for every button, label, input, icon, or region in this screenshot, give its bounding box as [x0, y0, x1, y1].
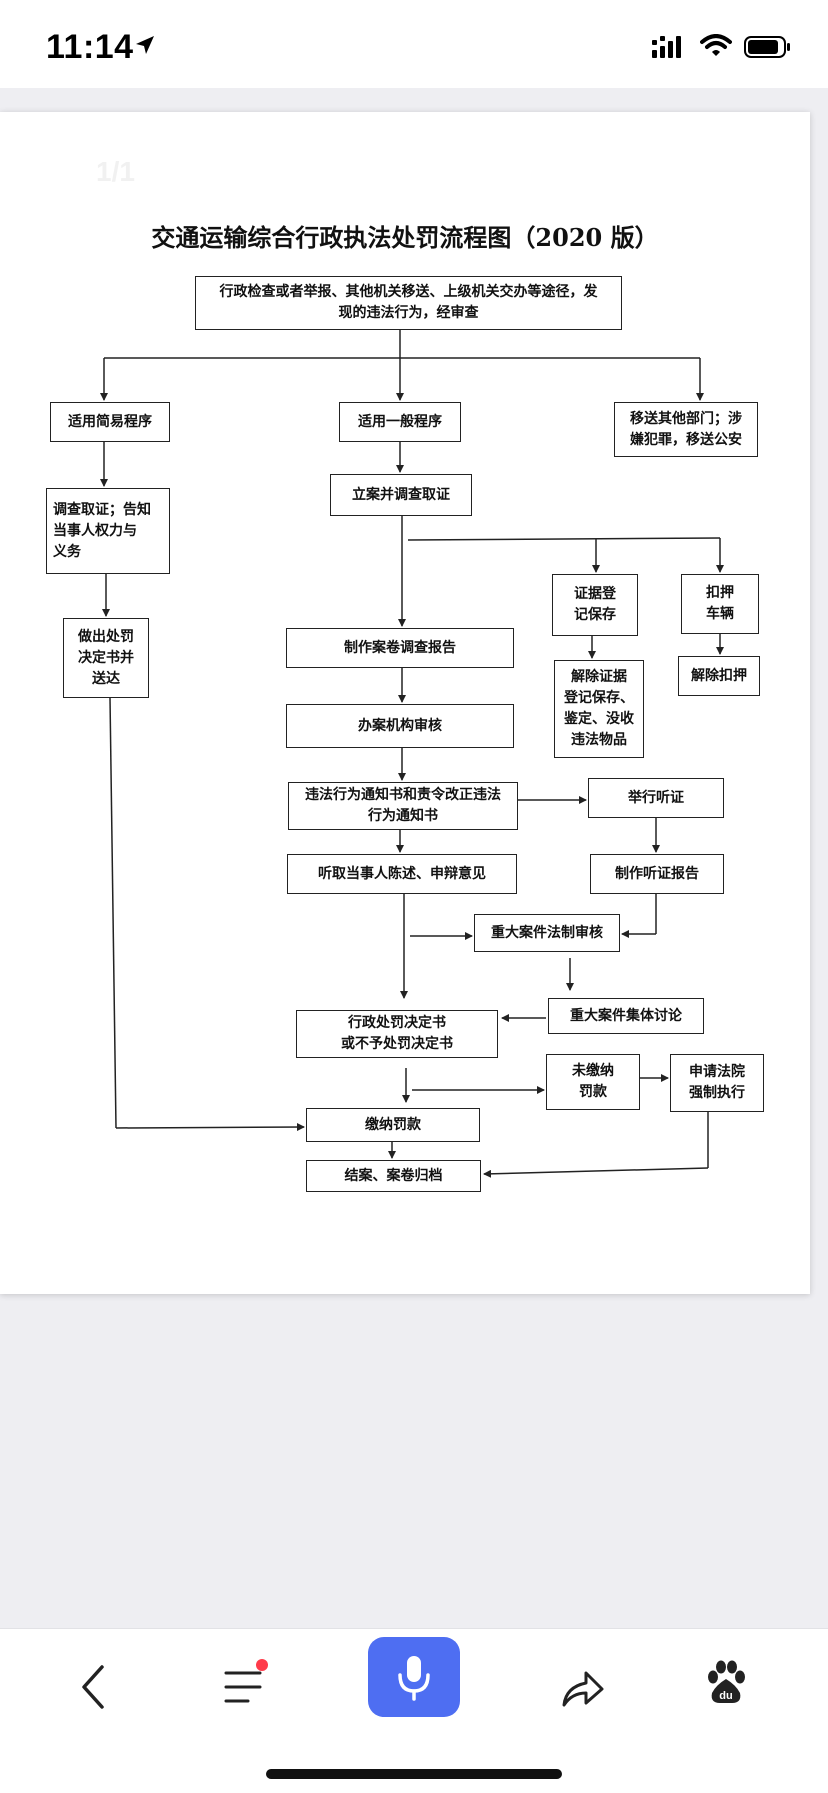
wifi-icon: [700, 34, 732, 56]
baidu-paw-icon[interactable]: du: [704, 1659, 748, 1707]
flow-box-simple-procedure: 适用简易程序: [50, 402, 170, 442]
flow-box-agency-review: 办案机构审核: [286, 704, 514, 748]
flow-box-court-enforcement: 申请法院 强制执行: [670, 1054, 764, 1112]
flow-box-release-seizure: 解除扣押: [678, 656, 760, 696]
flow-box-hearing: 举行听证: [588, 778, 724, 818]
location-arrow-icon: [136, 36, 154, 54]
flow-box-decide-deliver: 做出处罚 决定书并 送达: [63, 618, 149, 698]
flow-box-investigate-notify: 调查取证；告知 当事人权力与 义务: [46, 488, 170, 574]
battery-icon: [744, 36, 790, 58]
flow-box-file-case: 立案并调查取证: [330, 474, 472, 516]
status-bar: 11:14: [0, 0, 828, 88]
share-icon[interactable]: [560, 1669, 606, 1709]
flow-box-seize-vehicle: 扣押 车辆: [681, 574, 759, 634]
menu-icon[interactable]: [222, 1667, 266, 1707]
flowchart-title: 交通运输综合行政执法处罚流程图（2020 版）: [151, 223, 659, 252]
flow-box-release-evidence: 解除证据 登记保存、 鉴定、没收 违法物品: [554, 660, 644, 758]
page-indicator: 1/1: [96, 156, 135, 187]
status-time: 11:14: [46, 28, 134, 66]
flow-box-close-archive: 结案、案卷归档: [306, 1160, 481, 1192]
flow-box-penalty-decision: 行政处罚决定书 或不予处罚决定书: [296, 1010, 498, 1058]
flow-box-violation-notice: 违法行为通知书和责令改正违法 行为通知书: [288, 782, 518, 830]
flow-box-legal-review: 重大案件法制审核: [474, 914, 620, 952]
svg-text:du: du: [719, 1690, 732, 1702]
flow-box-collective-discussion: 重大案件集体讨论: [548, 998, 704, 1034]
flow-box-pay-fine: 缴纳罚款: [306, 1108, 480, 1142]
notification-dot: [256, 1659, 268, 1671]
flow-box-hearing-report: 制作听证报告: [590, 854, 724, 894]
home-indicator: [266, 1769, 562, 1779]
flow-box-evidence-save: 证据登 记保存: [552, 574, 638, 636]
bottom-toolbar: du: [0, 1628, 828, 1793]
back-icon[interactable]: [78, 1663, 110, 1711]
flow-box-investigation-report: 制作案卷调查报告: [286, 628, 514, 668]
flow-box-unpaid-fine: 未缴纳 罚款: [546, 1054, 640, 1110]
flow-box-general-procedure: 适用一般程序: [339, 402, 461, 442]
flow-box-transfer: 移送其他部门；涉 嫌犯罪，移送公安: [614, 402, 758, 457]
voice-search-button[interactable]: [368, 1637, 460, 1717]
cellular-signal-icon: [652, 36, 681, 58]
microphone-icon: [398, 1656, 430, 1701]
flow-box-start: 行政检查或者举报、其他机关移送、上级机关交办等途径，发 现的违法行为，经审查: [195, 276, 622, 330]
flow-box-statements: 听取当事人陈述、申辩意见: [287, 854, 517, 894]
